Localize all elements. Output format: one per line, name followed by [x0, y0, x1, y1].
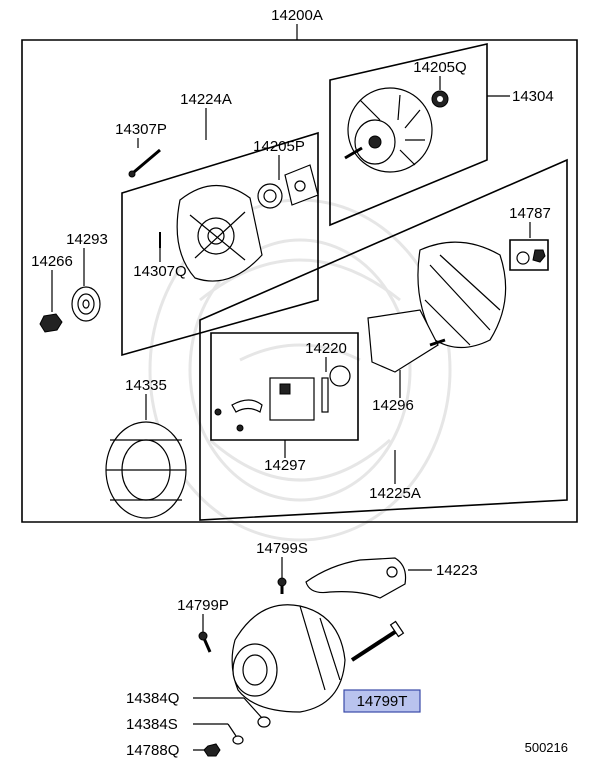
part-14205P-bearing: [257, 164, 319, 209]
part-14307P-bolt: [128, 148, 161, 178]
label-14307P[interactable]: 14307P: [115, 121, 167, 138]
diagram-reference-number: 500216: [525, 740, 568, 755]
part-14225A-rear-bracket: [417, 241, 507, 349]
label-14296[interactable]: 14296: [372, 397, 414, 414]
part-14297-regulator: [214, 377, 315, 432]
part-14384Q-washer: [257, 716, 271, 728]
label-14205Q[interactable]: 14205Q: [413, 59, 466, 76]
label-14307Q[interactable]: 14307Q: [133, 263, 186, 280]
part-14799S-bolt: [277, 577, 287, 594]
label-14225A[interactable]: 14225A: [369, 485, 421, 502]
assembly-frame-14200A: [21, 39, 578, 523]
label-14200A[interactable]: 14200A: [271, 7, 323, 24]
part-14335-stator: [105, 421, 187, 519]
part-14788Q-nut: [203, 743, 221, 757]
label-14293[interactable]: 14293: [66, 231, 108, 248]
label-14205P[interactable]: 14205P: [253, 138, 305, 155]
part-14787-nut: [509, 239, 549, 271]
box-14224A: [121, 131, 319, 357]
leader-lines: [51, 76, 531, 751]
part-14223-bracket: [305, 557, 407, 599]
part-14293-pulley: [71, 286, 101, 322]
part-14220-brush: [321, 365, 351, 413]
part-14224A-front-bracket: [176, 184, 263, 282]
label-14799S[interactable]: 14799S: [256, 540, 308, 557]
label-14223[interactable]: 14223: [436, 562, 478, 579]
part-14304-rotor: [344, 87, 433, 173]
part-14384S-lockwasher: [232, 735, 244, 745]
label-14304[interactable]: 14304: [512, 88, 554, 105]
part-labels: 14200A 14224A 14205Q 14304 14307P 14205P…: [31, 7, 568, 759]
label-14384Q[interactable]: 14384Q: [126, 690, 179, 707]
part-14799P-bolt: [198, 631, 212, 653]
highlight-14799T: [343, 689, 421, 713]
box-14297: [210, 332, 359, 441]
part-14205Q-bearing: [431, 90, 449, 108]
part-alternator-assembly: [231, 604, 346, 713]
label-14799T[interactable]: 14799T: [357, 693, 408, 710]
label-14224A[interactable]: 14224A: [180, 91, 232, 108]
label-14788Q[interactable]: 14788Q: [126, 742, 179, 759]
part-14296-rectifier: [367, 309, 446, 373]
part-14799T-bolt: [350, 620, 405, 662]
label-14384S[interactable]: 14384S: [126, 716, 178, 733]
part-14266-nut: [39, 313, 63, 333]
box-14304: [329, 42, 488, 227]
box-14225A: [199, 158, 568, 521]
label-14297[interactable]: 14297: [264, 457, 306, 474]
label-14787[interactable]: 14787: [509, 205, 551, 222]
label-14220[interactable]: 14220: [305, 340, 347, 357]
label-14266[interactable]: 14266: [31, 253, 73, 270]
label-14335[interactable]: 14335: [125, 377, 167, 394]
label-14799P[interactable]: 14799P: [177, 597, 229, 614]
